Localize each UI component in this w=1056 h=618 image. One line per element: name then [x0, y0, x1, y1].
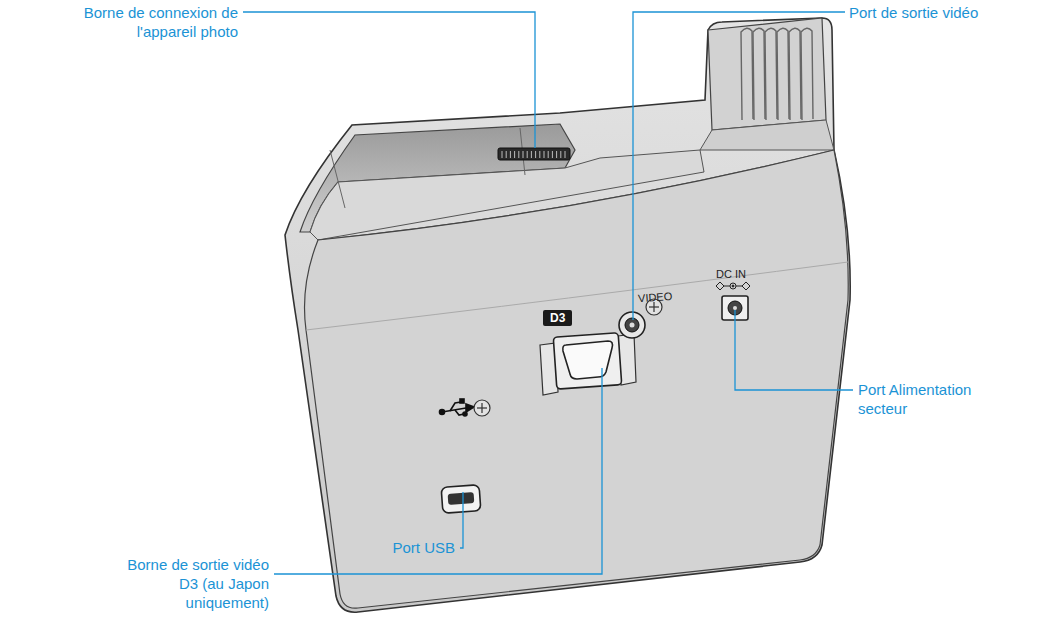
port-marking: D3 — [543, 310, 572, 326]
part-label: Port de sortie vidéo — [849, 3, 1049, 22]
part-label: Port Alimentation secteur — [858, 380, 1018, 418]
part-label: Borne de connexion de l'appareil photo — [38, 3, 238, 41]
part-label: Port USB — [375, 538, 455, 557]
port-marking: VIDEO — [638, 290, 673, 304]
port-marking: DC IN — [716, 268, 746, 280]
part-label: Borne de sortie vidéo D3 (au Japon uniqu… — [104, 555, 269, 612]
